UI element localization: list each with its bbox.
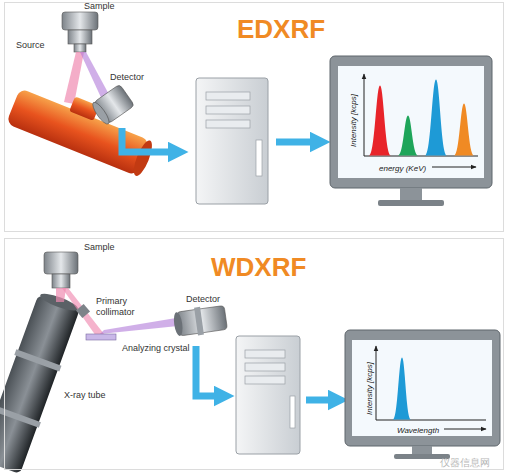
- spectrum-peak: [393, 358, 411, 420]
- spectrum-peaks: [369, 80, 474, 156]
- sample-lens: [44, 252, 78, 288]
- method-panel: WDXRF Intensity [kcps] Wavelength: [4, 238, 504, 470]
- monitor-neck: [412, 446, 432, 454]
- drive-bay: [245, 363, 285, 371]
- panel-title: WDXRF: [211, 251, 306, 284]
- wavelength-arrow: [444, 429, 486, 430]
- source-tube: [6, 76, 160, 178]
- monitor-neck: [400, 188, 422, 200]
- monitor-screen: Intensity [kcps] energy (KeV): [339, 67, 485, 179]
- y-axis: [376, 346, 377, 420]
- monitor: [330, 56, 492, 206]
- primary-beam: [64, 52, 84, 104]
- energy-arrow: [432, 167, 476, 168]
- part-label: Source: [16, 40, 45, 51]
- sample-lens: [62, 12, 98, 52]
- computer-tower: [236, 336, 300, 454]
- monitor: [345, 330, 500, 459]
- lens-body: [62, 12, 98, 30]
- y-axis: [364, 74, 365, 156]
- spectrum-peak: [425, 80, 447, 156]
- detector-face: [173, 312, 184, 337]
- monitor-frame: [345, 330, 500, 446]
- axis-label: Intensity [kcps]: [365, 362, 375, 415]
- spectrum-peak: [398, 116, 418, 156]
- drive-bay: [245, 350, 285, 358]
- tube-end: [130, 138, 155, 178]
- monitor-frame: [330, 56, 492, 188]
- primary-collimator: [76, 304, 90, 318]
- spectrum-peaks: [393, 358, 411, 420]
- watermark: 仪器信息网: [440, 457, 490, 469]
- tower-slot: [256, 140, 262, 176]
- computer-tower: [196, 78, 268, 204]
- lens-body: [44, 252, 78, 274]
- axis-label: Wavelength: [397, 426, 439, 436]
- spectrum-peak: [454, 104, 474, 156]
- axis-label: energy (KeV): [379, 164, 426, 174]
- x-axis: [376, 420, 486, 421]
- tube-body: [0, 295, 80, 473]
- panel-title: EDXRF: [237, 13, 325, 46]
- flow-arrow: [196, 346, 224, 396]
- part-label: Detector: [110, 72, 144, 83]
- monitor-screen: [338, 66, 484, 178]
- tower-slot: [290, 396, 295, 428]
- part-label: Detector: [186, 294, 220, 305]
- part-label: Sample: [84, 242, 115, 253]
- detector-ring: [194, 307, 204, 336]
- flow-arrow: [306, 397, 338, 404]
- part-label: Analyzing crystal: [122, 343, 190, 354]
- lens-tip: [52, 274, 70, 288]
- monitor-screen: Intensity [kcps] Wavelength: [353, 341, 493, 437]
- analyzing-crystal: [86, 334, 116, 340]
- part-label: X-ray tube: [64, 390, 106, 401]
- lens-tip: [74, 44, 86, 52]
- tower-case: [196, 78, 268, 204]
- tube-ring: [14, 349, 61, 371]
- x-axis: [364, 156, 478, 157]
- drive-bay: [245, 376, 285, 384]
- method-panel: EDXRF Intensity [kcps] energy (KeV): [4, 2, 504, 232]
- spectrum-peak: [369, 86, 391, 156]
- flow-arrow: [276, 139, 320, 146]
- monitor-base: [378, 200, 444, 206]
- part-label: Primary collimator: [96, 296, 158, 318]
- detector-face: [90, 100, 111, 126]
- detector: [172, 304, 227, 339]
- flow-arrow: [122, 128, 178, 152]
- axis-label: Intensity [kcps]: [349, 94, 359, 147]
- drive-bay: [206, 120, 250, 128]
- drive-bay: [206, 106, 250, 114]
- drive-bay: [206, 92, 250, 100]
- diffracted-beam: [100, 318, 178, 334]
- lens-neck: [68, 30, 92, 44]
- monitor-screen: [352, 340, 492, 436]
- tower-case: [236, 336, 300, 454]
- part-label: Sample: [84, 1, 115, 12]
- detector: [90, 84, 134, 126]
- detector-body: [177, 305, 228, 335]
- x-ray-tube: [0, 289, 83, 473]
- tube-ring: [0, 406, 41, 428]
